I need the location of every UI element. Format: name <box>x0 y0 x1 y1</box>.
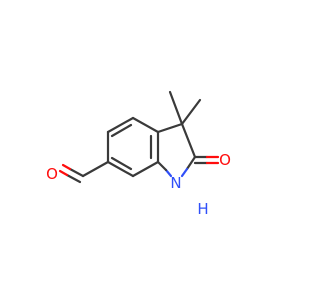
bond-cho-o-1 <box>68 167 85 178</box>
bond-c6-c7 <box>106 160 135 178</box>
bond-n1-c7a <box>156 160 168 172</box>
carbonyl-group <box>193 155 220 165</box>
lactam-ring <box>156 122 197 178</box>
bond-c4-c5 <box>106 116 135 134</box>
bond-c2-n1-n-part <box>180 167 189 178</box>
gem-dimethyl-groups <box>168 90 202 126</box>
bond-c6-cho <box>81 160 110 178</box>
bond-c6-c7-inner <box>110 156 133 171</box>
bond-cho-o-1-o-part <box>61 163 72 171</box>
nitrogen-label: N <box>170 174 181 192</box>
bond-c2-n1 <box>185 155 197 171</box>
bond-c3-c2 <box>180 122 197 159</box>
bond-c3-methyl-b <box>180 98 202 126</box>
bond-c4-c5-inner <box>110 123 133 138</box>
bond-c3a-c4 <box>131 116 160 134</box>
hydrogen-label: H <box>197 200 208 218</box>
bond-n1-c7a-n-part <box>164 168 173 178</box>
bond-cho-o-2-o-part <box>58 169 69 177</box>
bond-c3-methyl-a <box>168 90 184 126</box>
bond-c3a-c3 <box>156 122 184 134</box>
molecule-structure: O N H O <box>46 90 231 218</box>
bond-c7-c7a <box>131 160 160 178</box>
carbonyl-oxygen-label: O <box>219 151 231 169</box>
bond-cho-o-2 <box>65 173 82 184</box>
aldehyde-group <box>58 160 110 184</box>
aldehyde-oxygen-label: O <box>46 165 58 183</box>
benzene-ring <box>106 116 160 178</box>
